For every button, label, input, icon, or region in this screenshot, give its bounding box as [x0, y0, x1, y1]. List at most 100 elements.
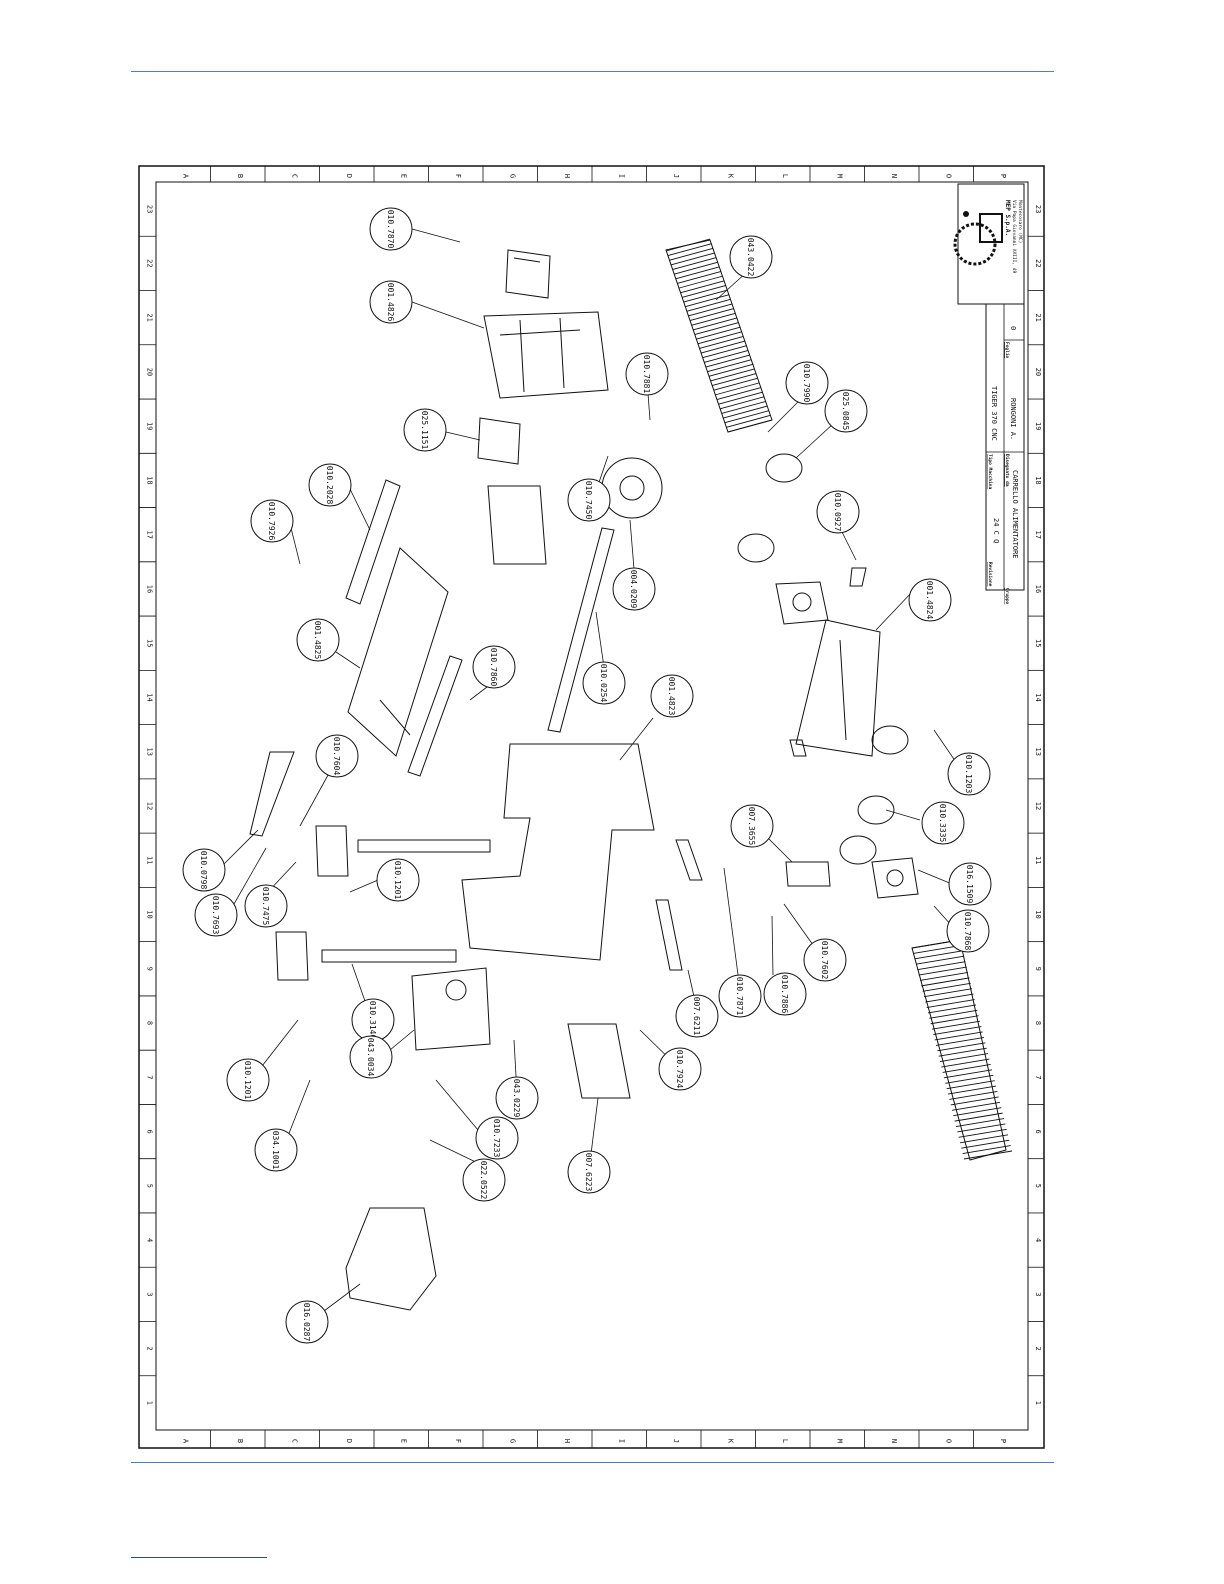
zone-letter-top: I: [617, 174, 625, 178]
zone-letter-top: A: [181, 174, 189, 179]
zone-letter-top: C: [290, 174, 298, 178]
part-balloon: 010.7860: [472, 645, 516, 689]
zone-number-right: 16: [1034, 585, 1042, 593]
zone-letter-bottom: I: [617, 1439, 625, 1443]
zone-number-left: 22: [146, 259, 154, 267]
part-number: 043.0422: [746, 238, 755, 277]
title-block: MEP S.p.A. Via Papa Giovanni XXIII, 49 M…: [953, 183, 1025, 605]
footer-rule: [131, 1462, 1054, 1463]
zone-number-right: 13: [1034, 748, 1042, 756]
zone-number-right: 20: [1034, 368, 1042, 376]
zone-letter-bottom: K: [726, 1439, 734, 1444]
part-number: 025.1151: [420, 411, 429, 450]
zone-number-left: 16: [146, 585, 154, 593]
guide-block-mid: [477, 417, 521, 465]
zone-number-left: 23: [146, 205, 154, 213]
zone-letter-bottom: F: [454, 1439, 462, 1443]
handwheel: [601, 457, 663, 519]
part-number: 001.4825: [313, 621, 322, 660]
zone-number-left: 19: [146, 422, 154, 430]
title-sheet-label: Foglio: [1004, 342, 1010, 359]
zone-number-left: 11: [146, 856, 154, 864]
part-balloon: 001.4825: [296, 618, 340, 662]
part-balloon: 025.0845: [824, 389, 868, 433]
zone-number-right: 1: [1034, 1401, 1042, 1405]
zone-letter-bottom: H: [563, 1439, 571, 1443]
zone-number-left: 2: [146, 1346, 154, 1350]
bushing-lower-3: [839, 835, 877, 865]
part-number: 010.7693: [211, 896, 220, 935]
rack-top: [345, 479, 401, 605]
zone-number-left: 18: [146, 476, 154, 484]
part-balloon: 010.0798: [182, 848, 226, 892]
zone-number-right: 2: [1034, 1346, 1042, 1350]
title-model-label: Tipo Macchina: [987, 454, 993, 490]
zone-letter-bottom: N: [890, 1439, 898, 1443]
zone-letter-top: L: [781, 174, 789, 178]
part-balloon: 004.0209: [612, 567, 656, 611]
shaft-upper: [357, 839, 491, 853]
part-number: 010.0798: [199, 851, 208, 890]
part-number: 010.7233: [492, 1119, 501, 1158]
zone-number-left: 4: [146, 1238, 154, 1242]
part-number: 010.0254: [599, 664, 608, 703]
bushing-left: [737, 533, 775, 563]
zone-number-right: 9: [1034, 967, 1042, 971]
part-balloon: 010.7475: [244, 884, 288, 928]
zone-letter-top: D: [345, 174, 353, 178]
bushing-lower-1: [871, 725, 909, 755]
zone-number-right: 8: [1034, 1021, 1042, 1025]
part-balloon: 010.7926: [250, 499, 294, 543]
part-balloon: 010.7886: [763, 972, 807, 1016]
shaft-010-0798: [249, 751, 295, 837]
title-version: 24 C Q: [992, 518, 1000, 543]
part-balloon: 010.7602: [803, 938, 847, 982]
part-balloon: 010.1201: [376, 858, 420, 902]
spring-010-0927: [849, 567, 867, 587]
sheet-outer-frame: [138, 165, 1045, 1449]
zone-number-right: 18: [1034, 476, 1042, 484]
part-number: 010.7475: [261, 887, 270, 926]
zone-number-right: 19: [1034, 422, 1042, 430]
part-number: 010.3335: [938, 804, 947, 843]
zone-letter-bottom: L: [781, 1439, 789, 1443]
zone-letter-top: G: [508, 174, 516, 178]
pillow-block-1: [315, 825, 349, 877]
part-number: 010.7871: [735, 977, 744, 1016]
base-plate: [347, 547, 449, 757]
zone-letter-bottom: B: [236, 1439, 244, 1443]
part-number: 010.2028: [325, 466, 334, 505]
zone-number-right: 22: [1034, 259, 1042, 267]
small-block: [487, 485, 547, 565]
zone-letter-bottom: A: [181, 1439, 189, 1444]
bushing-025-0845: [765, 453, 803, 483]
part-number: 001.4826: [386, 283, 395, 322]
part-balloon: 010.7924: [658, 1047, 702, 1091]
part-number: 010.1201: [393, 861, 402, 900]
part-balloon: 025.1151: [403, 408, 447, 452]
part-balloon: 010.0254: [582, 661, 626, 705]
flange-plate-lower: [871, 857, 919, 899]
zone-number-right: 7: [1034, 1075, 1042, 1079]
pillow-block-2: [275, 931, 309, 981]
part-balloon: 034.1001: [254, 1128, 298, 1172]
title-sheet: 0: [1009, 326, 1017, 330]
part-number: 010.7868: [963, 912, 972, 951]
carriage-block: [795, 619, 881, 757]
part-balloon: 010.7881: [625, 352, 669, 396]
part-balloons: 010.7870 001.4826 025.1151 010.2028 010.…: [182, 207, 992, 1344]
part-balloon: 043.0229: [495, 1076, 539, 1120]
zone-number-right: 4: [1034, 1238, 1042, 1242]
block-007-3655: [785, 861, 831, 887]
zone-letter-bottom: E: [399, 1439, 407, 1443]
part-number: 025.0845: [841, 392, 850, 431]
zone-number-left: 13: [146, 748, 154, 756]
zone-number-left: 1: [146, 1401, 154, 1405]
part-number: 016.1509: [965, 865, 974, 904]
zone-number-left: 9: [146, 967, 154, 971]
part-balloon: 016.0287: [285, 1300, 329, 1344]
part-balloon: 001.4826: [369, 280, 413, 324]
part-number: 010.7870: [386, 210, 395, 249]
sheet-inner-frame: [155, 181, 1029, 1431]
